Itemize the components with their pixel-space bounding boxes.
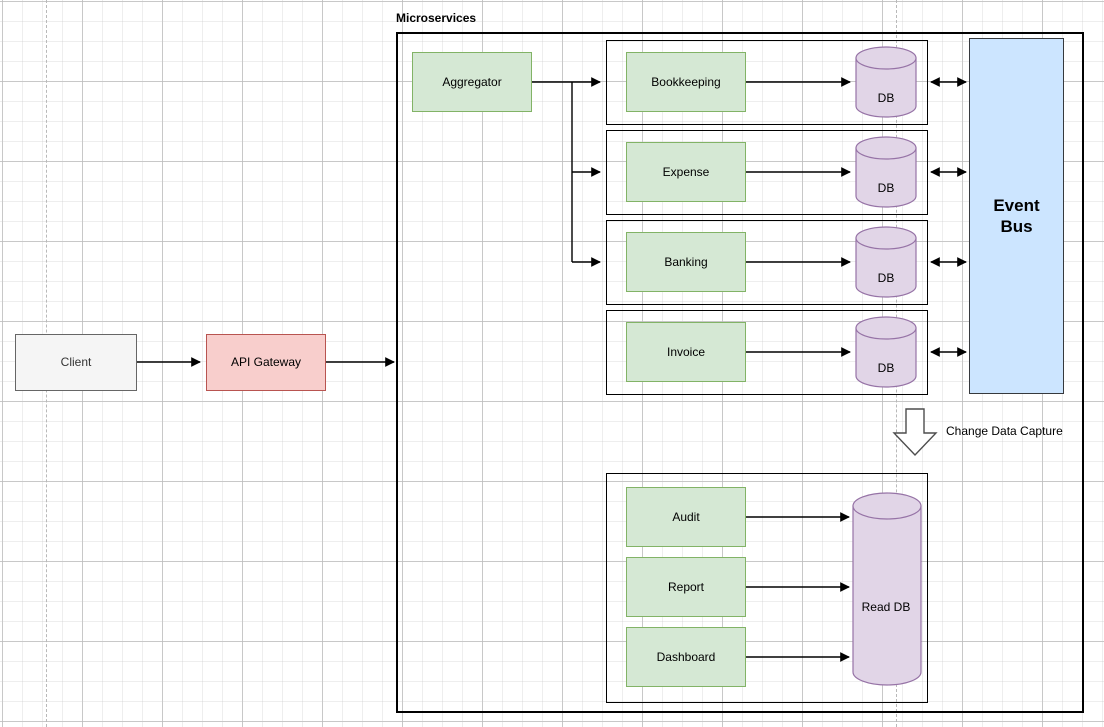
service-node-label: Banking: [664, 254, 708, 269]
service-row-container: [606, 310, 928, 395]
client-node[interactable]: Client: [15, 334, 137, 391]
read-db-cylinder-label: Read DB: [861, 600, 911, 614]
aggregator-node[interactable]: Aggregator: [412, 52, 532, 112]
event-bus-label-line1: Event: [993, 195, 1040, 215]
microservices-container: [396, 32, 1084, 713]
microservices-title-label: Microservices: [396, 11, 477, 25]
aggregator-node-label: Aggregator: [442, 74, 502, 89]
db-cylinder-label: DB: [877, 271, 895, 285]
db-cylinder-label: DB: [877, 91, 895, 105]
service-node-label: Invoice: [666, 344, 706, 359]
change-data-capture-label: Change Data Capture: [946, 424, 1063, 438]
service-node-label: Audit: [672, 509, 700, 524]
read-side-container: [606, 473, 928, 703]
api-gateway-node-label: API Gateway: [230, 355, 302, 369]
event-bus-label-line2: Bus: [1000, 217, 1033, 236]
db-cylinder-label: DB: [877, 361, 895, 375]
service-node-audit[interactable]: Audit: [626, 487, 746, 547]
service-node-dashboard[interactable]: Dashboard: [626, 627, 746, 687]
event-bus-node[interactable]: Event Bus: [969, 38, 1064, 394]
service-node-label: Report: [667, 579, 705, 594]
service-node-label: Dashboard: [656, 649, 716, 664]
service-node-label: Expense: [662, 164, 710, 179]
service-node-invoice[interactable]: Invoice: [626, 322, 746, 382]
service-node-expense[interactable]: Expense: [626, 142, 746, 202]
service-row-container: [606, 40, 928, 125]
service-node-report[interactable]: Report: [626, 557, 746, 617]
service-node-bookkeeping[interactable]: Bookkeeping: [626, 52, 746, 112]
client-node-label: Client: [60, 355, 92, 369]
service-node-label: Bookkeeping: [651, 74, 721, 89]
api-gateway-node[interactable]: API Gateway: [206, 334, 326, 391]
db-cylinder-label: DB: [877, 181, 895, 195]
service-row-container: [606, 130, 928, 215]
service-node-banking[interactable]: Banking: [626, 232, 746, 292]
service-row-container: [606, 220, 928, 305]
